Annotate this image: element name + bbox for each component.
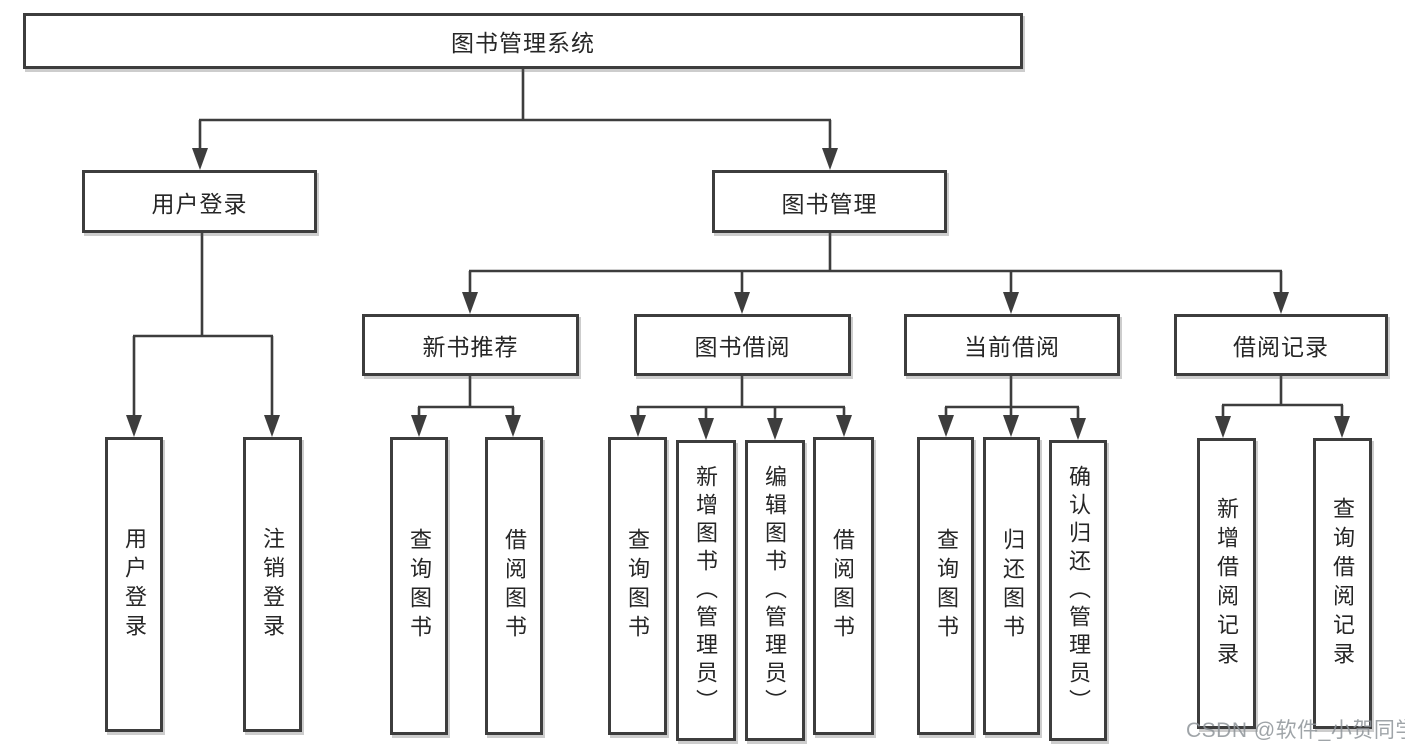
watermark: CSDN @软件_小贺同学 — [1186, 719, 1405, 742]
node-user-login: 用户登录 — [82, 170, 317, 233]
leaf-logout: 注销登录 — [243, 437, 302, 732]
node-new-book-recommendation: 新书推荐 — [362, 314, 579, 376]
leaf-confirm-return-admin: 确认归还（管理员） — [1049, 440, 1107, 741]
leaf-query-books-borrowing: 查询图书 — [608, 437, 667, 735]
leaf-query-books-current: 查询图书 — [917, 437, 974, 735]
node-book-management: 图书管理 — [712, 170, 947, 233]
node-borrowing-records: 借阅记录 — [1174, 314, 1388, 376]
leaf-edit-books-admin: 编辑图书（管理员） — [745, 440, 805, 741]
leaf-add-borrow-record: 新增借阅记录 — [1197, 438, 1256, 729]
leaf-add-books-admin: 新增图书（管理员） — [676, 440, 736, 741]
leaf-borrow-books-recommend: 借阅图书 — [485, 437, 543, 735]
leaf-query-borrow-record: 查询借阅记录 — [1313, 438, 1372, 729]
leaf-user-login: 用户登录 — [105, 437, 163, 732]
node-book-borrowing: 图书借阅 — [634, 314, 851, 376]
leaf-query-books-recommend: 查询图书 — [390, 437, 448, 735]
node-current-borrowing: 当前借阅 — [904, 314, 1120, 376]
leaf-return-books: 归还图书 — [983, 437, 1040, 735]
node-library-management-system: 图书管理系统 — [23, 13, 1023, 69]
leaf-borrow-books-borrowing: 借阅图书 — [813, 437, 874, 735]
